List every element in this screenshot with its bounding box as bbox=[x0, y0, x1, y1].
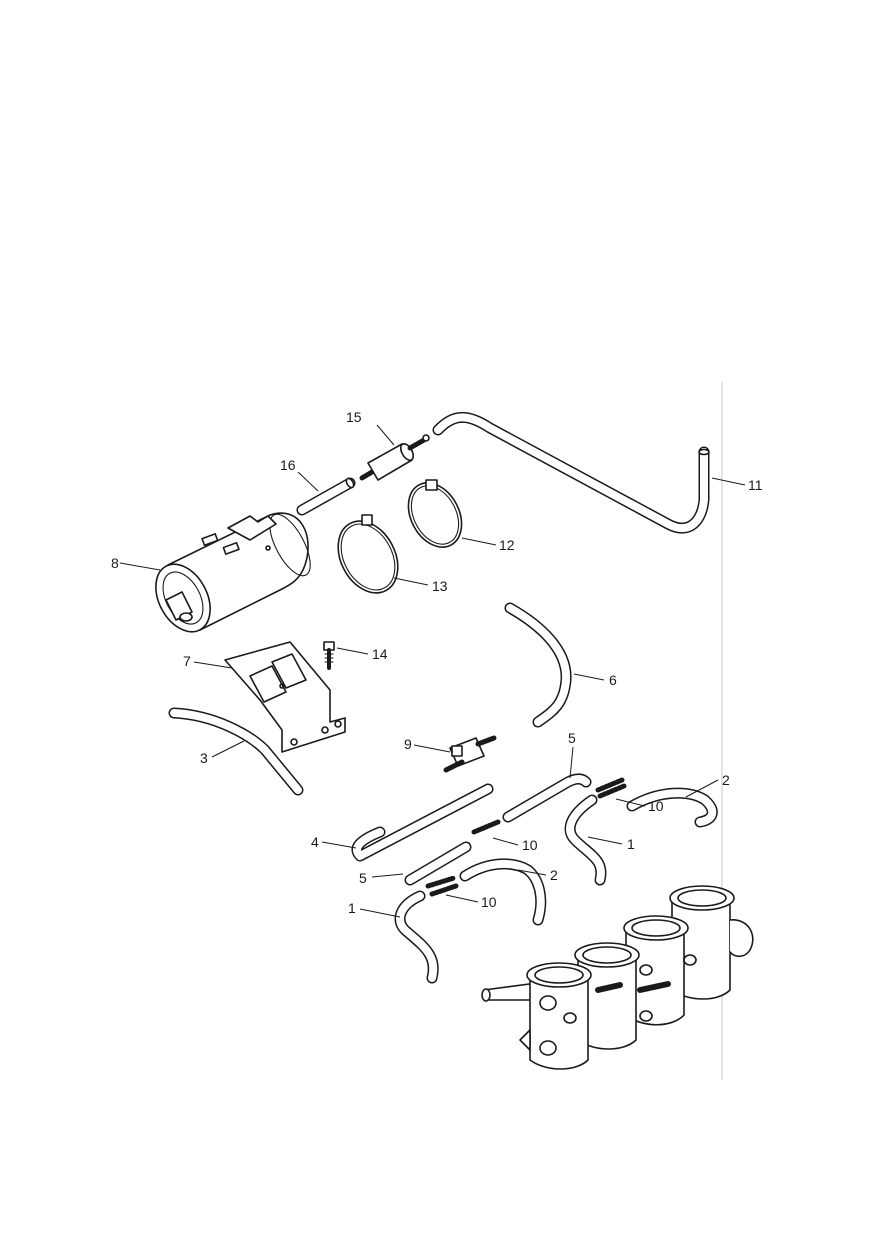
callout-10-upper: 10 bbox=[648, 798, 664, 814]
part-10-restrictor-a bbox=[595, 777, 627, 799]
part-6-hose bbox=[504, 602, 572, 728]
callout-1-lower: 1 bbox=[348, 900, 356, 916]
part-1-hose-upper bbox=[564, 794, 607, 886]
part-14-screw bbox=[323, 641, 335, 670]
callout-2-upper: 2 bbox=[722, 772, 730, 788]
part-15-inline-filter bbox=[359, 434, 430, 481]
part-4-hose bbox=[351, 783, 494, 862]
callout-9: 9 bbox=[404, 736, 412, 752]
part-2-hose-lower bbox=[459, 858, 547, 926]
callout-11: 11 bbox=[748, 477, 763, 493]
callout-15: 15 bbox=[346, 409, 362, 425]
callout-1-upper: 1 bbox=[627, 836, 635, 852]
part-13-hose-clip bbox=[337, 514, 399, 594]
callout-7: 7 bbox=[183, 653, 191, 669]
throttle-body-assembly bbox=[481, 885, 754, 1070]
callout-6: 6 bbox=[609, 672, 617, 688]
callout-5-upper: 5 bbox=[568, 730, 576, 746]
part-3-hose bbox=[168, 707, 304, 796]
callout-8: 8 bbox=[111, 555, 119, 571]
callout-labels: 15 16 8 11 12 13 14 7 6 3 9 5 2 10 4 10 … bbox=[111, 409, 763, 916]
part-16-short-hose bbox=[296, 477, 356, 516]
callout-2-lower: 2 bbox=[550, 867, 558, 883]
callout-4: 4 bbox=[311, 834, 319, 850]
callout-13: 13 bbox=[432, 578, 448, 594]
part-2-hose-upper bbox=[626, 787, 718, 828]
part-10-restrictor-b bbox=[471, 819, 501, 835]
part-5-hose-upper bbox=[502, 773, 592, 823]
part-9-purge-valve bbox=[443, 735, 497, 773]
callout-12: 12 bbox=[499, 537, 515, 553]
part-7-canister-bracket bbox=[224, 641, 346, 753]
callout-3: 3 bbox=[200, 750, 208, 766]
part-5-hose-lower bbox=[404, 841, 472, 886]
part-8-evap-canister bbox=[155, 512, 311, 633]
callout-14: 14 bbox=[372, 646, 388, 662]
callout-10-lower: 10 bbox=[481, 894, 497, 910]
part-10-restrictor-c bbox=[425, 875, 459, 897]
leader-lines bbox=[119, 424, 746, 918]
callout-5-lower: 5 bbox=[359, 870, 367, 886]
part-1-hose-lower bbox=[394, 890, 439, 984]
callout-16: 16 bbox=[280, 457, 296, 473]
part-11-vent-hose bbox=[432, 411, 710, 534]
part-12-hose-clip bbox=[407, 479, 463, 548]
callout-10-middle: 10 bbox=[522, 837, 538, 853]
